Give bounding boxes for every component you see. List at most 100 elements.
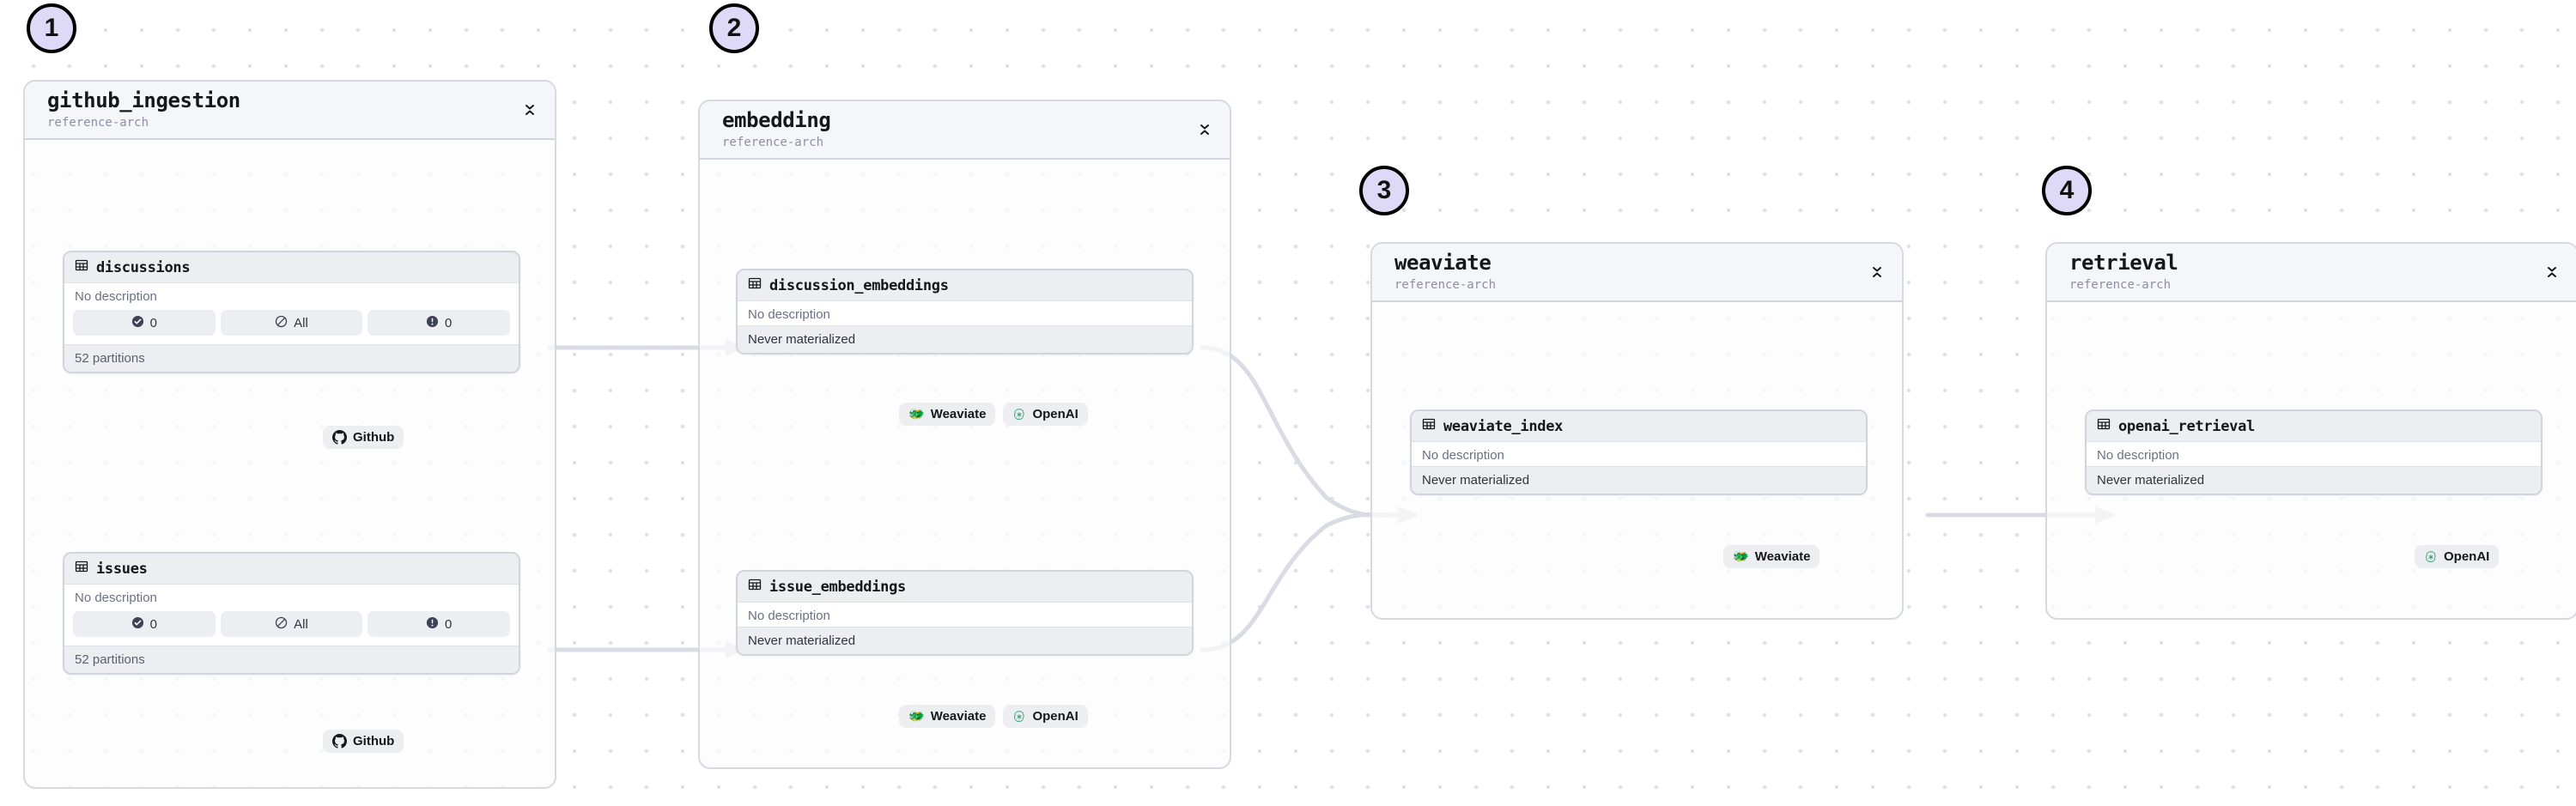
- integration-tag-row: 🐲Weaviate OpenAI: [899, 705, 1088, 728]
- github-icon: [332, 430, 347, 445]
- integration-tag-weaviate[interactable]: 🐲Weaviate: [1723, 545, 1820, 568]
- integration-tag-row: Github: [323, 426, 404, 449]
- step-badge-3: 3: [1359, 166, 1409, 215]
- table-icon: [748, 578, 762, 596]
- group-subtitle: reference-arch: [1394, 277, 1497, 292]
- integration-tag-label: Github: [353, 734, 395, 748]
- asset-description: No description: [64, 283, 519, 307]
- integration-tag-openai[interactable]: OpenAI: [2415, 545, 2500, 568]
- asset-title: issues: [96, 560, 148, 578]
- asset-description: No description: [738, 301, 1192, 325]
- openai-icon: [2424, 550, 2438, 564]
- asset-title: discussion_embeddings: [769, 276, 949, 294]
- weaviate-icon: 🐲: [908, 407, 925, 421]
- github-icon: [332, 734, 347, 748]
- asset-title: openai_retrieval: [2118, 417, 2255, 435]
- status-badge-label: All: [294, 315, 308, 330]
- asset-header[interactable]: issue_embeddings: [738, 572, 1192, 603]
- asset-partitions: 52 partitions: [64, 645, 519, 673]
- status-badge-label: 0: [445, 616, 453, 632]
- check-circle-icon: [131, 616, 144, 633]
- step-number: 3: [1376, 176, 1392, 204]
- integration-tag-row: OpenAI: [2415, 545, 2500, 568]
- step-number: 4: [2059, 176, 2075, 204]
- asset-header[interactable]: discussion_embeddings: [738, 270, 1192, 301]
- chevron-collapse-icon[interactable]: [520, 99, 539, 121]
- group-subtitle: reference-arch: [2069, 277, 2172, 292]
- integration-tag-row: 🐲Weaviate: [1723, 545, 1820, 568]
- integration-tag-weaviate[interactable]: 🐲 Weaviate: [899, 403, 996, 426]
- status-badge-label: All: [294, 616, 308, 632]
- asset-header[interactable]: openai_retrieval: [2087, 411, 2541, 442]
- integration-tag-label: Github: [353, 430, 395, 445]
- status-badge-check-circle[interactable]: 0: [73, 611, 216, 637]
- asset-description: No description: [2087, 442, 2541, 466]
- step-number: 2: [726, 14, 742, 42]
- asset-materialization-status: Never materialized: [2087, 466, 2541, 494]
- asset-header[interactable]: issues: [64, 554, 519, 585]
- integration-tag-weaviate[interactable]: 🐲Weaviate: [899, 705, 996, 728]
- status-badge-check-circle[interactable]: 0: [73, 310, 216, 336]
- asset-title: weaviate_index: [1443, 417, 1564, 435]
- chevron-collapse-icon[interactable]: [1868, 261, 1886, 283]
- asset-materialization-status: Never materialized: [738, 627, 1192, 654]
- alert-circle-icon: [426, 315, 439, 331]
- chevron-collapse-icon[interactable]: [2543, 261, 2561, 283]
- step-badge-4: 4: [2042, 166, 2092, 215]
- status-badge-label: 0: [445, 315, 453, 330]
- integration-tag-label: OpenAI: [2444, 549, 2490, 564]
- check-circle-icon: [131, 315, 144, 331]
- integration-tag-label: Weaviate: [930, 709, 987, 724]
- status-badge-alert-circle[interactable]: 0: [368, 611, 511, 637]
- asset-partitions: 52 partitions: [64, 344, 519, 372]
- status-badge-label: 0: [149, 616, 157, 632]
- integration-tag-label: Weaviate: [930, 407, 987, 421]
- asset-materialization-status: Never materialized: [1412, 466, 1866, 494]
- status-badge-slash-circle[interactable]: All: [220, 611, 363, 637]
- table-icon: [75, 560, 88, 578]
- integration-tag-openai[interactable]: OpenAI: [1003, 403, 1088, 426]
- integration-tag-label: Weaviate: [1754, 549, 1811, 564]
- asset-header[interactable]: weaviate_index: [1412, 411, 1866, 442]
- table-icon: [748, 276, 762, 294]
- table-icon: [2097, 417, 2111, 435]
- status-badge-slash-circle[interactable]: All: [220, 310, 363, 336]
- status-badge-label: 0: [149, 315, 157, 330]
- status-badge-alert-circle[interactable]: 0: [368, 310, 511, 336]
- group-subtitle: reference-arch: [47, 115, 149, 130]
- table-icon: [75, 258, 88, 276]
- integration-tag-label: OpenAI: [1032, 709, 1078, 724]
- slash-circle-icon: [275, 616, 288, 633]
- integration-tag-row: Github: [323, 730, 404, 753]
- asset-status-row: 0 All 0: [64, 609, 519, 645]
- integration-tag-github[interactable]: Github: [323, 730, 404, 753]
- chevron-collapse-icon[interactable]: [1195, 118, 1214, 141]
- openai-icon: [1012, 408, 1026, 421]
- step-badge-1: 1: [27, 3, 76, 53]
- asset-description: No description: [1412, 442, 1866, 466]
- table-icon: [1422, 417, 1436, 435]
- integration-tag-row: 🐲 Weaviate OpenAI: [899, 403, 1088, 426]
- asset-materialization-status: Never materialized: [738, 325, 1192, 353]
- integration-tag-github[interactable]: Github: [323, 426, 404, 449]
- slash-circle-icon: [275, 315, 288, 331]
- integration-tag-openai[interactable]: OpenAI: [1003, 705, 1088, 728]
- asset-header[interactable]: discussions: [64, 252, 519, 283]
